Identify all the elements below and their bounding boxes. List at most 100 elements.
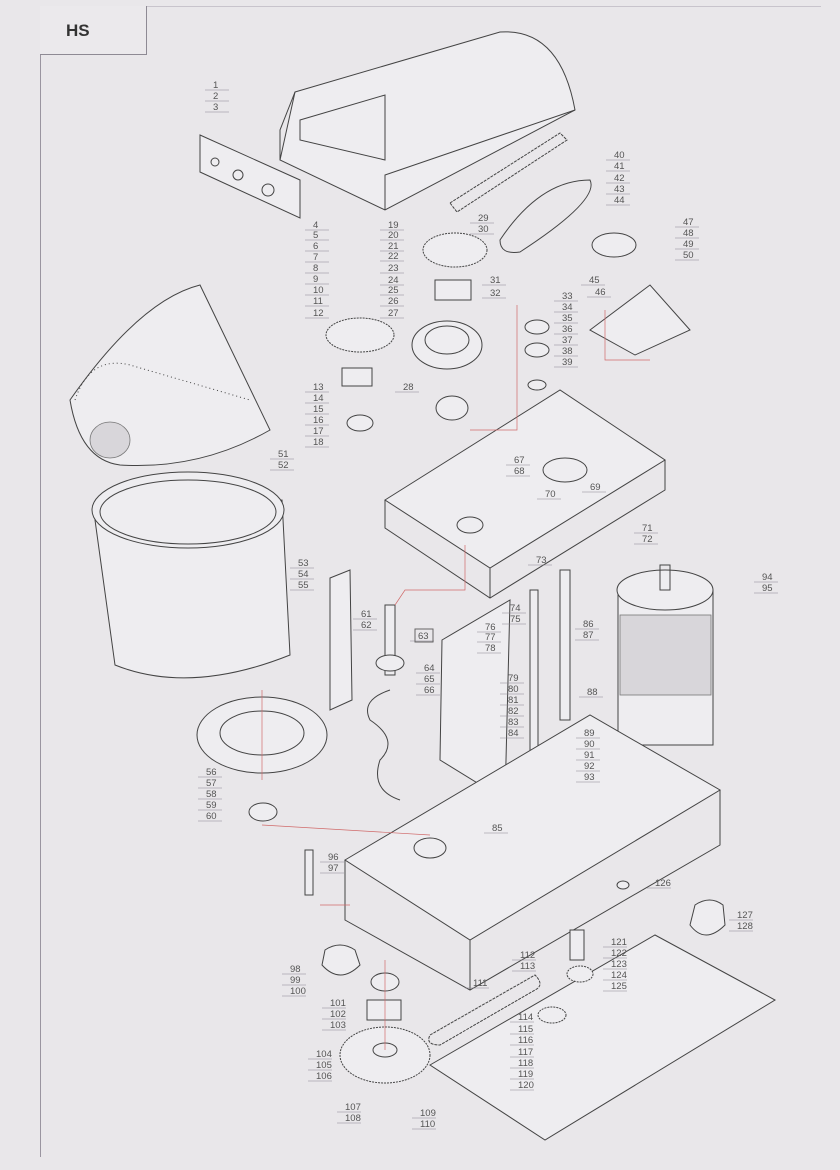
safety-guard-grid [69, 284, 271, 467]
pulley-44 [591, 232, 637, 258]
part-label-87: 87 [583, 630, 594, 641]
nut-126 [616, 880, 630, 890]
part-label-73: 73 [536, 555, 547, 566]
part-label-102: 102 [330, 1009, 346, 1020]
motor-bracket-46 [589, 284, 691, 356]
part-label-71: 71 [642, 523, 653, 534]
sprocket-115 [537, 1006, 567, 1024]
part-label-24: 24 [388, 275, 399, 286]
title-box: HS [40, 6, 147, 55]
part-label-59: 59 [206, 800, 217, 811]
part-label-115: 115 [518, 1024, 533, 1035]
chain-111 [428, 974, 541, 1046]
bowl-bracket-53 [329, 569, 353, 711]
gear-29 [422, 232, 488, 268]
part-label-14: 14 [313, 393, 324, 404]
part-label-22: 22 [388, 251, 399, 262]
part-label-84: 84 [508, 728, 519, 739]
part-label-56: 56 [206, 767, 217, 778]
bowl [91, 471, 291, 679]
part-label-124: 124 [611, 970, 627, 981]
part-label-61: 61 [361, 609, 372, 620]
part-label-125: 125 [611, 981, 627, 992]
part-label-57: 57 [206, 778, 217, 789]
part-label-106: 106 [316, 1071, 332, 1082]
part-label-72: 72 [642, 534, 653, 545]
part-label-103: 103 [330, 1020, 346, 1031]
part-label-21: 21 [388, 241, 399, 252]
part-label-53: 53 [298, 558, 309, 569]
part-label-20: 20 [388, 230, 399, 241]
part-label-32: 32 [490, 288, 501, 299]
sleeve-121 [569, 929, 585, 961]
part-label-82: 82 [508, 706, 519, 717]
part-label-75: 75 [510, 614, 521, 625]
part-label-100: 100 [290, 986, 306, 997]
part-label-95: 95 [762, 583, 773, 594]
part-label-76: 76 [485, 622, 496, 633]
part-number-labels: 1234567891011121314151617181920212223242… [206, 80, 773, 1130]
part-label-44: 44 [614, 195, 625, 206]
part-label-89: 89 [584, 728, 595, 739]
part-label-123: 123 [611, 959, 627, 970]
part-label-1: 1 [213, 80, 218, 91]
part-label-16: 16 [313, 415, 324, 426]
part-label-37: 37 [562, 335, 573, 346]
part-label-27: 27 [388, 308, 399, 319]
bearing-stack-33-39 [524, 319, 550, 391]
part-label-97: 97 [328, 863, 339, 874]
part-label-77: 77 [485, 632, 496, 643]
part-label-66: 66 [424, 685, 435, 696]
foot-127 [689, 899, 726, 936]
part-label-104: 104 [316, 1049, 332, 1060]
part-label-116: 116 [518, 1035, 533, 1046]
part-label-118: 118 [518, 1058, 533, 1069]
model-title: HS [66, 21, 90, 40]
foot-98 [321, 944, 361, 976]
part-label-93: 93 [584, 772, 595, 783]
part-label-5: 5 [313, 230, 318, 241]
bearing-17 [346, 414, 374, 432]
v-belt-42 [499, 179, 592, 253]
part-label-62: 62 [361, 620, 372, 631]
part-label-11: 11 [313, 296, 323, 307]
top-cover [279, 31, 576, 211]
part-label-112: 112 [520, 950, 535, 961]
leader-lines [198, 89, 778, 1130]
part-label-79: 79 [508, 673, 519, 684]
part-label-92: 92 [584, 761, 595, 772]
part-label-2: 2 [213, 91, 218, 102]
part-label-15: 15 [313, 404, 324, 415]
flange-23 [434, 279, 472, 301]
part-label-126: 126 [655, 878, 671, 889]
part-label-88: 88 [587, 687, 598, 698]
part-label-19: 19 [388, 220, 399, 231]
part-label-81: 81 [508, 695, 519, 706]
part-label-25: 25 [388, 285, 399, 296]
part-label-96: 96 [328, 852, 339, 863]
part-label-17: 17 [313, 426, 324, 437]
part-label-99: 99 [290, 975, 301, 986]
drawing-sheet-border [40, 6, 821, 1157]
part-label-119: 119 [518, 1069, 533, 1080]
part-label-49: 49 [683, 239, 694, 250]
part-label-54: 54 [298, 569, 309, 580]
part-label-68: 68 [514, 466, 525, 477]
part-label-90: 90 [584, 739, 595, 750]
part-label-120: 120 [518, 1080, 534, 1091]
part-label-74: 74 [510, 603, 521, 614]
part-label-69: 69 [590, 482, 601, 493]
part-label-70: 70 [545, 489, 556, 500]
part-label-107: 107 [345, 1102, 361, 1113]
part-label-40: 40 [614, 150, 625, 161]
part-label-78: 78 [485, 643, 496, 654]
part-label-86: 86 [583, 619, 594, 630]
part-label-45: 45 [589, 275, 600, 286]
chain-41 [449, 132, 568, 213]
part-label-36: 36 [562, 324, 573, 335]
part-label-47: 47 [683, 217, 694, 228]
part-label-91: 91 [584, 750, 595, 761]
part-label-28: 28 [403, 382, 414, 393]
part-label-127: 127 [737, 910, 753, 921]
